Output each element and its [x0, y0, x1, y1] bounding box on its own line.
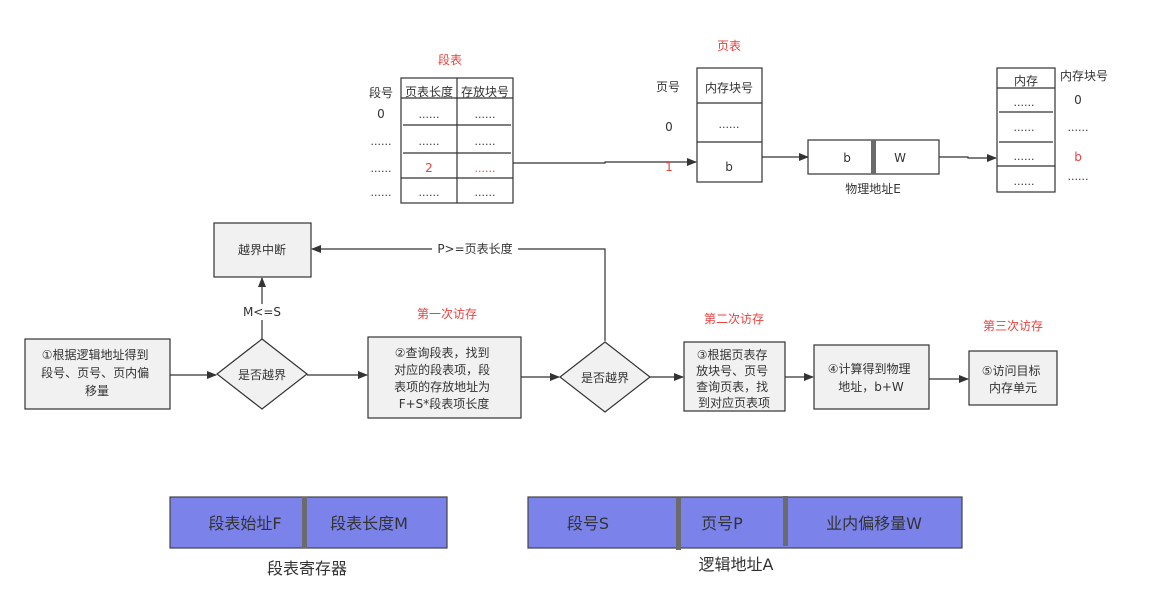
segment-table-cell: ...... [475, 186, 496, 199]
page-table-frame [696, 67, 763, 183]
step3-box [683, 341, 786, 412]
step5-box [968, 350, 1058, 406]
memory-block-label: ...... [1068, 170, 1089, 183]
physical-address: b W 物理地址E [807, 139, 940, 196]
memory-block-label: 0 [1074, 93, 1082, 107]
physical-field-b: b [843, 151, 851, 165]
segment-table-col-block-number: 存放块号 [461, 84, 509, 99]
segment-table-cell: ...... [419, 108, 440, 121]
logical-address-frame [527, 496, 963, 549]
memory-block-number-header: 内存块号 [1060, 69, 1108, 83]
memory-block-label: b [1074, 150, 1082, 164]
first-memory-access-label: 第一次访存 [417, 307, 477, 321]
page-number-field: 页号P [701, 514, 743, 533]
segment-table-cell: ...... [475, 108, 496, 121]
segment-table: 段表 段号 页表长度 存放块号 0.......................… [369, 52, 514, 204]
page-offset-field: 业内偏移量W [826, 514, 922, 533]
decision2-diamond [559, 341, 651, 413]
segment-to-page-table-arrow [513, 158, 697, 166]
memory-frame [996, 67, 1056, 193]
memory-header: 内存 [1014, 74, 1038, 88]
decision1-label: 是否越界 [238, 368, 286, 382]
physical-to-memory-arrow [939, 154, 997, 162]
segment-table-cell: ...... [475, 162, 496, 175]
step4-box [813, 344, 930, 410]
segment-row-label: ...... [371, 162, 392, 175]
segment-table-cell: ...... [475, 135, 496, 148]
step3-text: ③根据页表存 放块号、页号 查询页表，找 到对应页表项 [696, 348, 772, 410]
memory-cell: ...... [1014, 121, 1035, 134]
segment-table-title: 段表 [438, 52, 462, 67]
page-row-label-1: 1 [665, 160, 673, 174]
decision2-to-interrupt-arrow [311, 245, 606, 341]
segment-table-length-field: 段表长度M [330, 514, 408, 533]
segment-register: 段表始址F 段表长度M 段表寄存器 [169, 496, 448, 578]
condition-m-le-s: M<=S [243, 305, 281, 319]
memory-block-label: ...... [1068, 121, 1089, 134]
memory-cell: ...... [1014, 150, 1035, 163]
decision2-label: 是否越界 [581, 371, 629, 385]
interrupt-label: 越界中断 [238, 242, 286, 257]
step2-text: ②查询段表，找到 对应的段表项，段 表项的存放地址为 F+S*段表项长度 [394, 345, 494, 411]
physical-address-label: 物理地址E [845, 182, 901, 196]
page-table-col-block-number: 内存块号 [705, 81, 753, 95]
segment-table-start-field: 段表始址F [208, 514, 281, 533]
memory: 内存 内存块号 ...... 0.................. b......… [996, 67, 1108, 193]
logical-address-divider-2 [783, 496, 788, 546]
physical-field-w: W [894, 151, 906, 165]
page-number-header: 页号 [656, 80, 680, 94]
segment-row-label: 0 [377, 107, 385, 121]
segment-table-cell: ...... [419, 186, 440, 199]
step2-box [367, 336, 522, 419]
interrupt-box [213, 222, 312, 278]
memory-cell: ...... [1014, 96, 1035, 109]
step1-box [24, 338, 171, 410]
segment-number-field: 段号S [567, 514, 609, 533]
page-cell-1: b [725, 160, 733, 174]
step4-text: ④计算得到物理 地址，b+W [828, 361, 915, 394]
memory-cell: ...... [1014, 175, 1035, 188]
decision1-diamond [216, 338, 308, 410]
segment-table-cell: ...... [419, 135, 440, 148]
second-memory-access-label: 第二次访存 [704, 312, 764, 326]
segment-table-col-page-table-length: 页表长度 [405, 84, 453, 99]
physical-address-divider [871, 140, 876, 174]
page-table: 页表 页号 内存块号 0 1 ...... b [656, 39, 763, 183]
condition-p-ge-page-table-length: P>=页表长度 [437, 241, 512, 256]
segment-register-label: 段表寄存器 [267, 559, 347, 578]
segment-row-label: ...... [371, 135, 392, 148]
logical-address-label: 逻辑地址A [699, 555, 774, 574]
page-table-title: 页表 [717, 39, 741, 53]
step5-text: ⑤访问目标 内存单元 [982, 364, 1045, 395]
page-row-label-0: 0 [665, 120, 673, 134]
third-memory-access-label: 第三次访存 [983, 319, 1043, 333]
segment-register-frame [169, 496, 448, 549]
segment-register-divider [302, 497, 307, 548]
logical-address-divider-1 [676, 498, 681, 550]
page-cell-0: ...... [719, 118, 740, 131]
logical-address: 段号S 页号P 业内偏移量W 逻辑地址A [527, 496, 963, 574]
segment-table-cell: 2 [425, 161, 433, 175]
segment-row-label: ...... [371, 186, 392, 199]
segment-number-header: 段号 [369, 85, 393, 100]
step1-text: ①根据逻辑地址得到 段号、页号、页内偏 移量 [41, 347, 153, 398]
